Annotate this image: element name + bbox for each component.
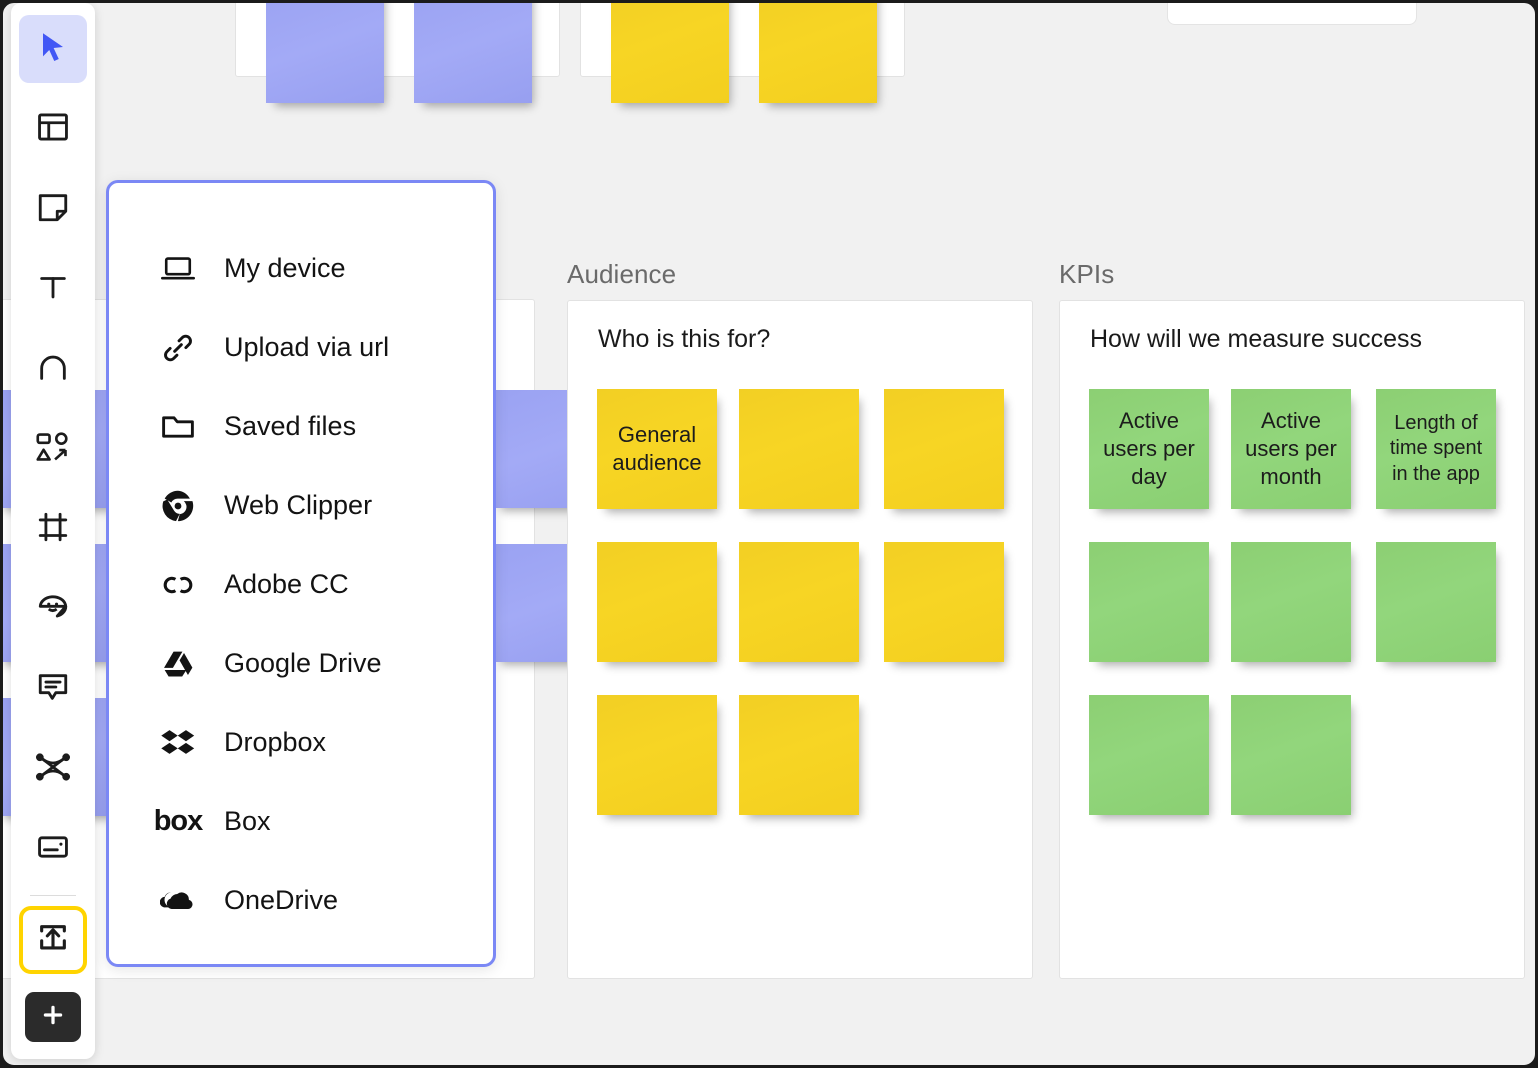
menu-item-label: Box — [224, 806, 271, 837]
sticky-note[interactable]: Active users per day — [1089, 389, 1209, 509]
template-grid-icon — [36, 110, 70, 149]
panel-title-audience: Audience — [567, 259, 676, 290]
sticky-note[interactable] — [884, 389, 1004, 509]
sticky-note[interactable] — [739, 542, 859, 662]
sticky-note[interactable]: General audience — [597, 389, 717, 509]
sticky-note-icon — [36, 190, 70, 229]
adobe-cc-icon — [160, 567, 196, 603]
sticky-note[interactable] — [1376, 542, 1496, 662]
comment-tool[interactable] — [19, 655, 87, 723]
text-t-icon — [36, 270, 70, 309]
menu-item-label: Saved files — [224, 411, 356, 442]
board-panel-top-right-partial[interactable] — [580, 0, 905, 77]
upload-box-arrow-icon — [36, 921, 70, 960]
menu-item-label: Adobe CC — [224, 569, 349, 600]
sticky-note[interactable] — [759, 0, 877, 103]
shapes-connector-icon — [35, 429, 71, 470]
plus-icon — [40, 1002, 66, 1033]
menu-item-label: Google Drive — [224, 648, 382, 679]
sticky-note[interactable] — [1231, 695, 1351, 815]
folder-icon — [160, 409, 196, 445]
connection-tool[interactable] — [19, 735, 87, 803]
panel-title-kpis: KPIs — [1059, 259, 1114, 290]
menu-item-my-device[interactable]: My device — [109, 229, 493, 308]
sticky-note[interactable] — [597, 695, 717, 815]
card-tool[interactable] — [19, 815, 87, 883]
sticky-note[interactable] — [884, 542, 1004, 662]
chrome-icon — [160, 488, 196, 524]
onedrive-cloud-icon — [160, 883, 196, 919]
board-panel-kpis[interactable]: How will we measure success Active users… — [1059, 300, 1525, 979]
menu-item-dropbox[interactable]: Dropbox — [109, 703, 493, 782]
menu-item-label: Web Clipper — [224, 490, 372, 521]
sticky-note[interactable] — [611, 0, 729, 103]
board-panel-audience[interactable]: Who is this for? General audience — [567, 300, 1033, 979]
sticky-note[interactable]: Active users per month — [1231, 389, 1351, 509]
cursor-arrow-icon — [38, 30, 68, 69]
upload-source-menu[interactable]: My device Upload via url Saved files — [106, 180, 496, 967]
sticky-note[interactable] — [1089, 542, 1209, 662]
toolbar-divider — [30, 895, 76, 896]
add-more-tool[interactable] — [25, 992, 81, 1042]
shape-tool[interactable] — [19, 335, 87, 403]
frame-tool[interactable] — [19, 495, 87, 563]
sticky-note[interactable] — [1231, 542, 1351, 662]
menu-item-web-clipper[interactable]: Web Clipper — [109, 466, 493, 545]
sticky-note[interactable] — [739, 389, 859, 509]
box-icon: box — [160, 804, 196, 840]
sticky-note[interactable] — [414, 0, 532, 103]
menu-item-label: My device — [224, 253, 346, 284]
laptop-icon — [160, 251, 196, 287]
menu-item-google-drive[interactable]: Google Drive — [109, 624, 493, 703]
sticky-note[interactable]: Length of time spent in the app — [1376, 389, 1496, 509]
menu-item-adobe-cc[interactable]: Adobe CC — [109, 545, 493, 624]
menu-item-box[interactable]: box Box — [109, 782, 493, 861]
card-icon — [36, 832, 70, 867]
menu-item-saved-files[interactable]: Saved files — [109, 387, 493, 466]
menu-item-label: Dropbox — [224, 727, 326, 758]
connector-tool[interactable] — [19, 415, 87, 483]
menu-item-onedrive[interactable]: OneDrive — [109, 861, 493, 940]
left-toolbar[interactable] — [11, 3, 95, 1059]
shape-arch-icon — [36, 350, 70, 389]
board-panel-top-left-partial[interactable] — [235, 0, 560, 77]
sticky-note[interactable] — [266, 0, 384, 103]
crossed-links-icon — [35, 750, 71, 789]
menu-item-label: Upload via url — [224, 332, 389, 363]
comment-bubble-icon — [36, 670, 70, 709]
sticky-note-tool[interactable] — [19, 175, 87, 243]
menu-item-label: OneDrive — [224, 885, 338, 916]
template-tool[interactable] — [19, 95, 87, 163]
sticky-note[interactable] — [597, 542, 717, 662]
panel-heading-audience: Who is this for? — [598, 325, 770, 354]
sticky-note[interactable] — [1089, 695, 1209, 815]
dropbox-icon — [160, 725, 196, 761]
text-tool[interactable] — [19, 255, 87, 323]
frame-icon — [36, 510, 70, 549]
menu-item-upload-via-url[interactable]: Upload via url — [109, 308, 493, 387]
emoji-tool[interactable] — [19, 575, 87, 643]
upload-tool[interactable] — [19, 906, 87, 974]
select-tool[interactable] — [19, 15, 87, 83]
sticky-note[interactable] — [739, 695, 859, 815]
link-chain-icon — [160, 330, 196, 366]
top-right-toolbar-stub[interactable] — [1167, 0, 1417, 25]
panel-heading-kpis: How will we measure success — [1090, 325, 1422, 354]
sticker-smiley-icon — [36, 590, 70, 629]
google-drive-icon — [160, 646, 196, 682]
